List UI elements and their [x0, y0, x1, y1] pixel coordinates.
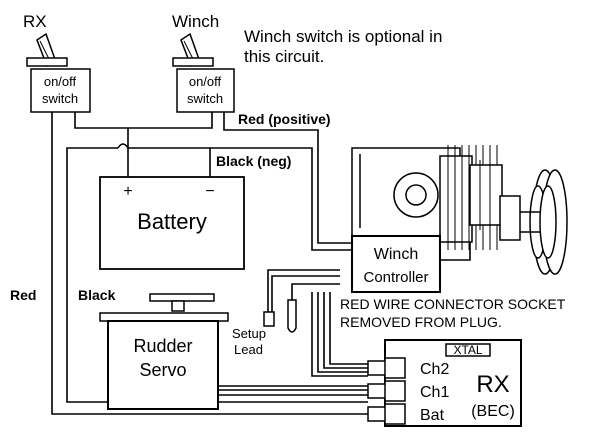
ch2-lead-1 [329, 292, 368, 365]
socket-note-line1: RED WIRE CONNECTOR SOCKET [340, 296, 566, 312]
red-label: Red [10, 287, 36, 303]
receiver-bat: Bat [420, 407, 445, 424]
receiver-ch2: Ch2 [420, 361, 449, 378]
ch2-plug-icon [367, 360, 387, 376]
winch-switch-line2: switch [187, 91, 223, 106]
servo-line1: Rudder [133, 336, 192, 356]
receiver: XTAL RX (BEC) Ch2 Ch1 Bat [367, 339, 522, 427]
winch-motor-icon [351, 145, 568, 275]
socket-wire [291, 283, 340, 300]
battery: + − Battery [99, 176, 245, 270]
setup-lead-wire-2 [271, 275, 340, 312]
rx-switch-body [30, 68, 91, 113]
rx-switch: RX on/off switch [23, 12, 91, 113]
rx-switch-line2: switch [42, 91, 78, 106]
servo-line2: Servo [139, 360, 186, 380]
ch2-lead-3 [317, 292, 368, 373]
receiver-subtitle: (BEC) [471, 403, 515, 420]
winch-switch-body [176, 68, 235, 113]
wiring [51, 112, 471, 415]
socket-note-line2: REMOVED FROM PLUG. [340, 314, 502, 330]
winch-controller-line1: Winch [374, 246, 418, 263]
red-rx-wire [51, 112, 368, 415]
battery-plus: + [123, 183, 132, 200]
switch-link-wire [74, 112, 213, 129]
receiver-xtal: XTAL [453, 343, 482, 357]
winch-controller: Winch Controller [351, 235, 441, 293]
servo-horn-icon [149, 293, 215, 302]
black-neg-wire [209, 147, 352, 251]
receiver-ch1: Ch1 [420, 384, 449, 401]
note-line1: Winch switch is optional in [244, 27, 442, 46]
xtal-box [445, 343, 491, 357]
receiver-title: RX [476, 371, 509, 398]
setup-lead-connector-icon [263, 311, 275, 327]
note-line2: this circuit. [244, 47, 324, 66]
battery-minus: − [205, 183, 214, 200]
setup-lead-line2: Lead [234, 342, 263, 357]
black-label: Black [78, 287, 116, 303]
rudder-servo: Rudder Servo [99, 293, 229, 410]
ch2-lead-2 [323, 292, 368, 369]
setup-lead-line1: Setup [232, 326, 266, 341]
rx-switch-line1: on/off [44, 74, 77, 89]
winch-switch-title: Winch [172, 12, 219, 31]
wire-hop [117, 143, 210, 149]
red-positive-wire [223, 112, 352, 244]
socket-icon [287, 299, 297, 333]
red-positive-label: Red (positive) [238, 111, 331, 127]
ch1-plug-icon [367, 383, 387, 399]
bat-plug-icon [367, 406, 387, 422]
setup-lead-wire-1 [267, 269, 340, 312]
ch2-lead-4 [311, 292, 368, 377]
winch-switch: Winch on/off switch [172, 12, 235, 113]
winch-switch-line1: on/off [189, 74, 222, 89]
rx-switch-title: RX [23, 12, 47, 31]
black-neg-label: Black (neg) [216, 153, 291, 169]
battery-label: Battery [137, 209, 207, 234]
winch-controller-line2: Controller [363, 269, 428, 286]
